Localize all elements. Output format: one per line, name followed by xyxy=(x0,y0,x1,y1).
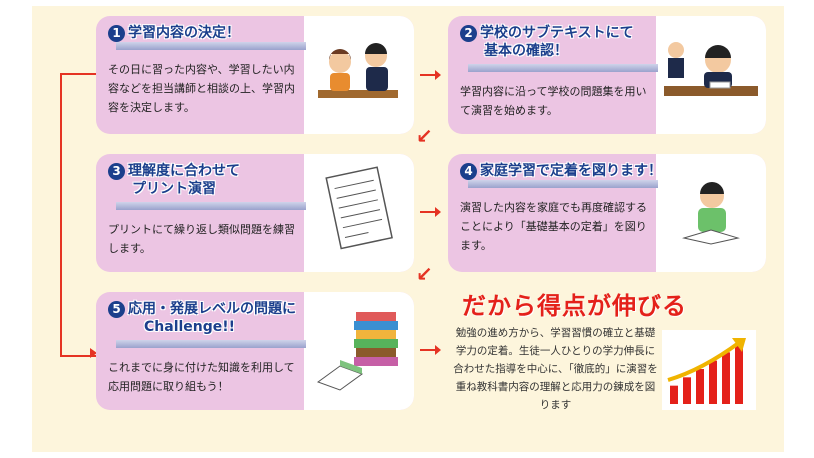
title-underline xyxy=(468,64,658,72)
arrow-1-to-2 xyxy=(420,70,441,80)
chart-bar xyxy=(683,377,691,404)
home-study-icon xyxy=(656,154,766,272)
result-title: だから得点が伸びる xyxy=(462,292,687,320)
step-2-body: 学習内容に沿って学校の問題集を用いて演習を始めます。 xyxy=(460,85,647,117)
step-number: 3 xyxy=(108,163,125,180)
step-number: 4 xyxy=(460,163,477,180)
step-4-body: 演習した内容を家庭でも再度確認することにより「基礎基本の定着」を図ります。 xyxy=(460,201,647,252)
step-3-body: プリントにて繰り返し類似問題を練習します。 xyxy=(108,223,295,255)
step-number: 2 xyxy=(460,25,477,42)
arrow-5-to-result xyxy=(420,345,441,355)
loop-arrow-head xyxy=(90,348,97,358)
book-stack-icon xyxy=(304,292,414,410)
result-body: 勉強の進め方から、学習習慣の確立と基礎学力の定着。生徒一人ひとりの学力伸長に合わ… xyxy=(453,327,658,411)
arrow-2-to-3: ↙ xyxy=(416,124,433,148)
step-1-body: その日に習った内容や、学習したい内容などを担当講師と相談の上、学習内容を決定しま… xyxy=(108,63,295,114)
chart-bar xyxy=(735,344,743,404)
title-underline xyxy=(116,42,306,50)
step-5-body: これまでに身に付けた知識を利用して応用問題に取り組もう！ xyxy=(108,361,295,393)
title-underline xyxy=(468,180,658,188)
teacher-student-icon xyxy=(304,16,414,134)
step-number: 5 xyxy=(108,301,125,318)
trend-arrow-head xyxy=(732,338,746,352)
studying-student-icon xyxy=(656,16,766,134)
title-underline xyxy=(116,202,306,210)
chart-bar xyxy=(670,385,678,404)
step-number: 1 xyxy=(108,25,125,42)
arrow-3-to-4 xyxy=(420,207,441,217)
trend-arrow xyxy=(667,340,742,382)
chart-bar xyxy=(709,360,717,404)
arrow-4-to-5: ↙ xyxy=(416,262,433,286)
worksheet-icon xyxy=(304,154,414,272)
chart-bar xyxy=(696,369,704,404)
loop-arrow xyxy=(60,73,96,357)
rising-bar-chart-icon xyxy=(662,330,756,410)
title-underline xyxy=(116,340,306,348)
chart-bar xyxy=(722,352,730,404)
